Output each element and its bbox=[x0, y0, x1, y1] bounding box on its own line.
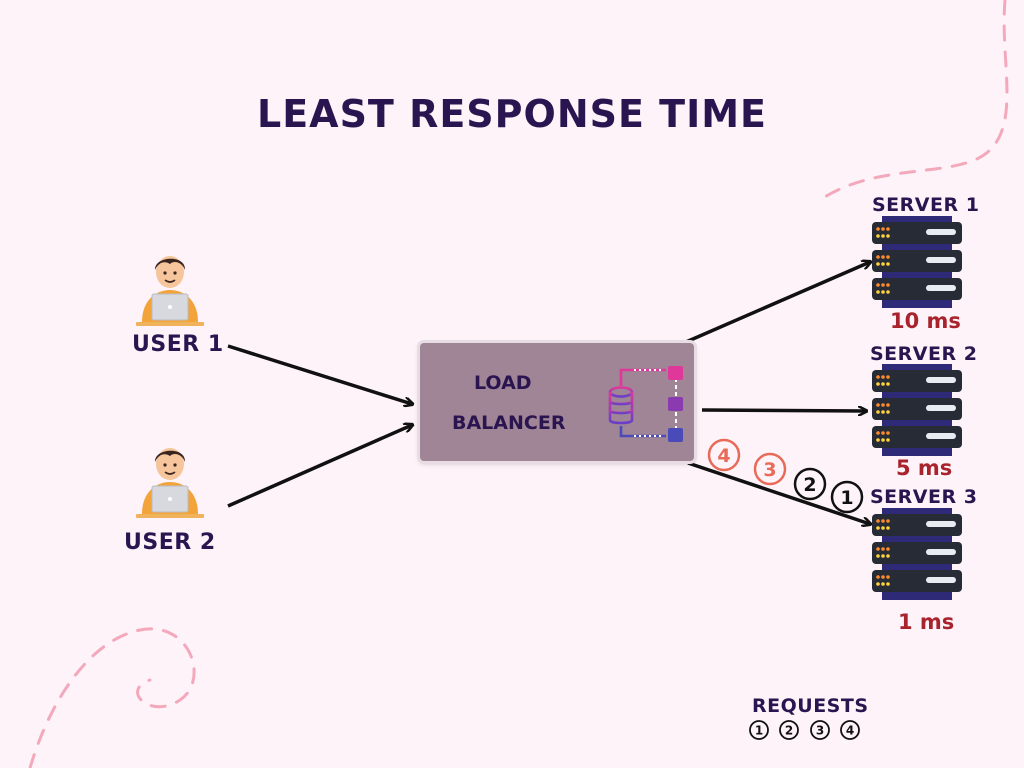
legend-item-2: 2 bbox=[779, 720, 799, 740]
server-rack-icon bbox=[872, 216, 962, 308]
server-3-label: SERVER 3 bbox=[870, 486, 978, 508]
arrow-lb-to-server1 bbox=[685, 262, 870, 344]
svg-text:4: 4 bbox=[717, 445, 730, 467]
arrow-user1-to-lb bbox=[227, 344, 412, 404]
requests-legend: 1 2 3 4 bbox=[749, 720, 860, 740]
request-marker-1: 1 bbox=[830, 480, 864, 514]
legend-item-4: 4 bbox=[840, 720, 860, 740]
legend-item-1: 1 bbox=[749, 720, 769, 740]
user-laptop-icon bbox=[136, 256, 204, 326]
svg-text:2: 2 bbox=[785, 724, 793, 738]
load-balancer-label-line1: LOAD bbox=[474, 372, 532, 394]
server-2-response-time: 5 ms bbox=[896, 456, 953, 480]
server-2-label: SERVER 2 bbox=[870, 343, 978, 365]
user-1-label: USER 1 bbox=[132, 332, 224, 357]
svg-text:3: 3 bbox=[763, 459, 776, 481]
request-marker-4: 4 bbox=[707, 438, 741, 472]
arrow-lb-to-server2 bbox=[701, 410, 866, 411]
database-routing-icon bbox=[608, 366, 683, 442]
arrow-user2-to-lb bbox=[227, 425, 412, 508]
server-rack-icon bbox=[872, 508, 962, 600]
svg-text:2: 2 bbox=[803, 474, 816, 496]
server-1-response-time: 10 ms bbox=[890, 309, 961, 333]
svg-text:3: 3 bbox=[816, 724, 824, 738]
request-marker-2: 2 bbox=[793, 467, 827, 501]
server-1-label: SERVER 1 bbox=[872, 194, 980, 216]
svg-text:4: 4 bbox=[846, 724, 854, 738]
request-marker-3: 3 bbox=[753, 452, 787, 486]
load-balancer-box bbox=[420, 343, 694, 461]
page-title: LEAST RESPONSE TIME bbox=[256, 92, 768, 136]
svg-text:1: 1 bbox=[755, 724, 763, 738]
server-rack-icon bbox=[872, 364, 962, 456]
load-balancer-label-line2: BALANCER bbox=[452, 412, 566, 434]
legend-item-3: 3 bbox=[810, 720, 830, 740]
server-3-response-time: 1 ms bbox=[898, 610, 955, 634]
requests-legend-title: REQUESTS bbox=[752, 695, 869, 717]
svg-text:1: 1 bbox=[840, 487, 853, 509]
user-2-label: USER 2 bbox=[124, 530, 216, 555]
arrow-lb-to-server3 bbox=[687, 461, 870, 524]
user-laptop-icon bbox=[136, 448, 204, 518]
